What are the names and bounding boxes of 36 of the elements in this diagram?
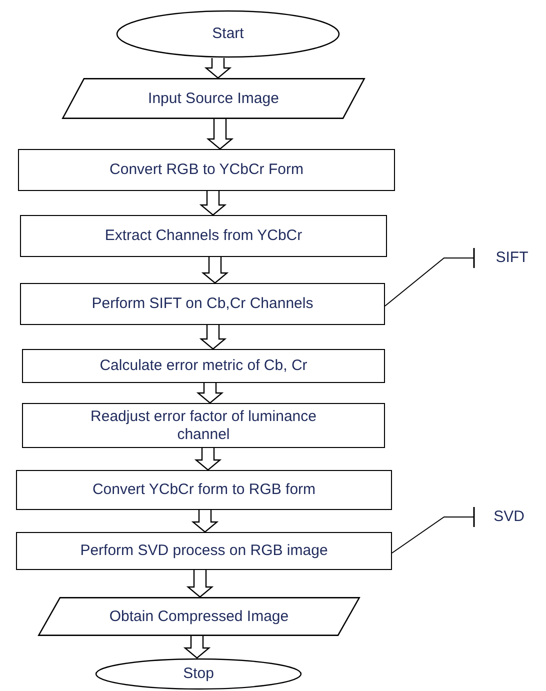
- block-arrow: [199, 324, 227, 350]
- step-label: Convert YCbCr form to RGB form: [92, 481, 316, 499]
- terminal-ellipse: [116, 10, 340, 58]
- step-label: Perform SIFT on Cb,Cr Channels: [92, 295, 314, 313]
- step-label: Input Source Image: [148, 90, 279, 108]
- step-label: Calculate error metric of Cb, Cr: [100, 357, 308, 375]
- step-label: Obtain Compressed Image: [109, 608, 289, 626]
- block-arrow: [196, 382, 224, 404]
- process-box: [22, 349, 385, 383]
- io-parallelogram: [38, 597, 360, 636]
- step-label: Extract Channels from YCbCr: [104, 227, 302, 245]
- block-arrow: [201, 256, 229, 284]
- process-box: [20, 283, 385, 325]
- block-arrow: [204, 57, 232, 79]
- process-box: [18, 149, 395, 191]
- leader-line: [384, 247, 475, 306]
- block-arrow: [194, 447, 222, 471]
- step-label: Perform SVD process on RGB image: [80, 542, 328, 560]
- block-arrow: [191, 509, 219, 533]
- block-arrow: [183, 635, 211, 659]
- leader-line: [392, 506, 475, 554]
- process-box: [20, 215, 387, 257]
- block-arrow: [199, 190, 227, 216]
- io-parallelogram: [62, 78, 365, 119]
- block-arrow: [186, 569, 214, 598]
- annotation-label: SIFT: [496, 249, 528, 267]
- step-label: Stop: [183, 665, 214, 683]
- process-box: [16, 532, 392, 570]
- process-box: [22, 403, 385, 448]
- process-box: [16, 470, 392, 510]
- terminal-ellipse: [95, 658, 302, 690]
- block-arrow: [206, 118, 234, 150]
- step-label: Start: [212, 25, 244, 43]
- annotation-label: SVD: [494, 508, 524, 526]
- step-label: Convert RGB to YCbCr Form: [110, 161, 304, 179]
- step-label: Readjust error factor of luminance channel: [90, 408, 318, 443]
